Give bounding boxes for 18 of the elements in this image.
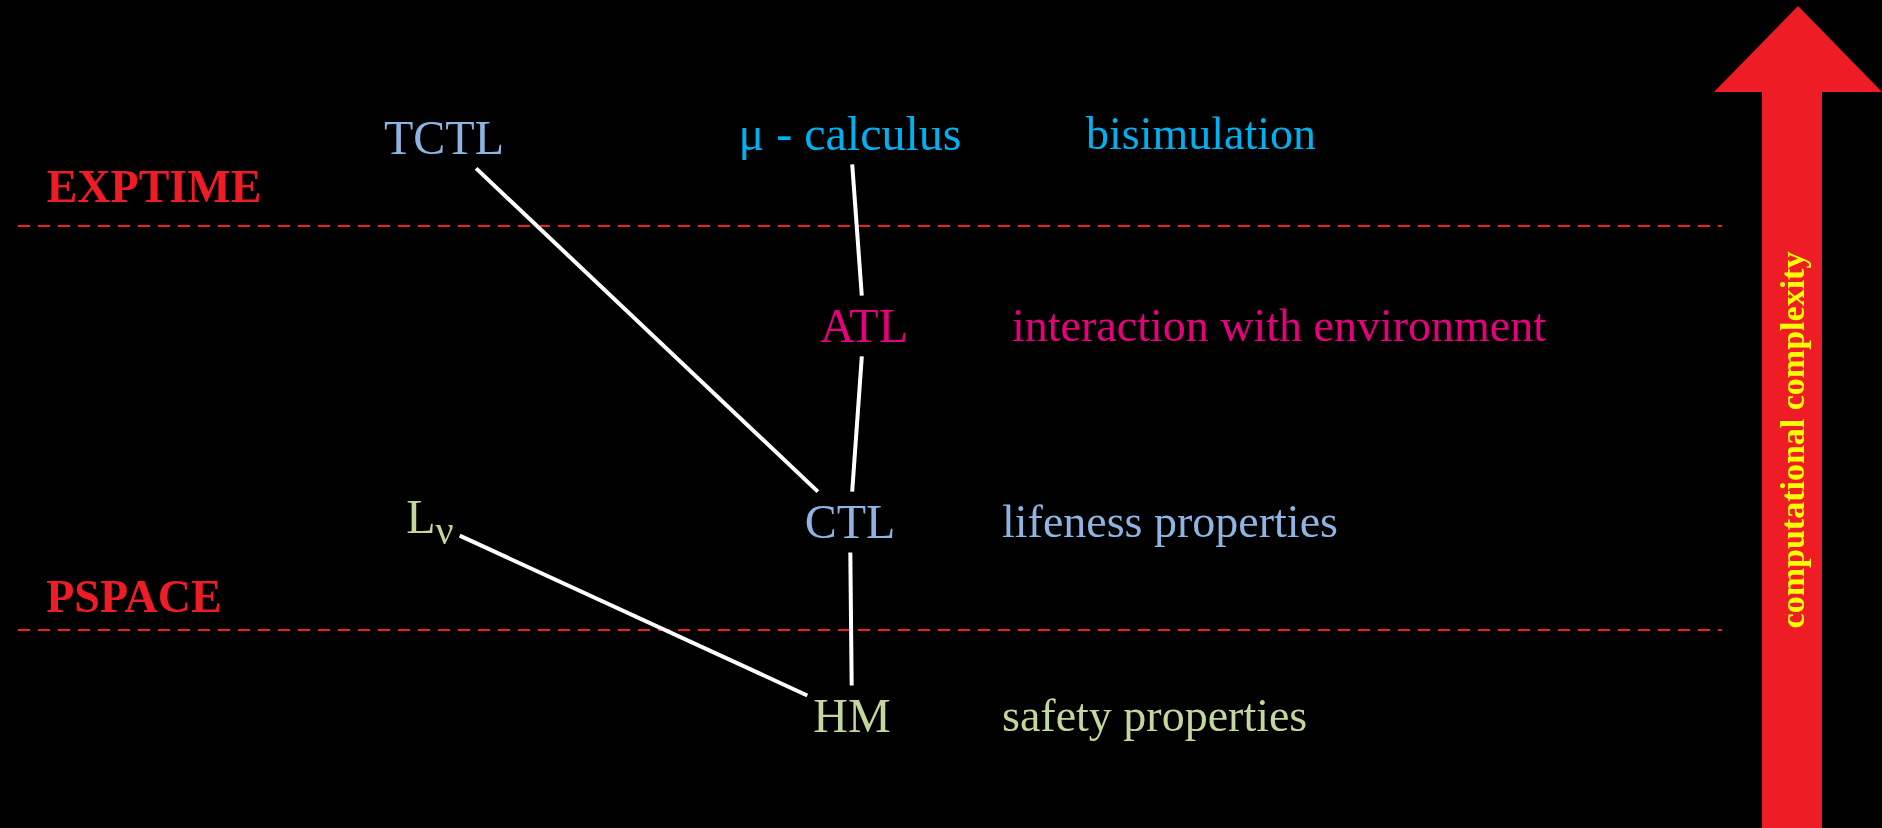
axis-label: computational complexity [1774,251,1812,629]
property-label: bisimulation [1086,108,1316,160]
logic-label: HM [807,685,897,747]
connector-line [850,164,864,296]
logic-label: ATL [814,295,914,357]
complexity-class-label: PSPACE [46,569,222,623]
logic-label: L$_{ν}$ [400,487,460,557]
complexity-class-label: EXPTIME [46,159,262,213]
connector-line [848,552,854,686]
connector-line [474,166,820,494]
connector-line [458,533,809,698]
logic-label: CTL [798,491,902,553]
logic-label: μ - calculus [732,103,968,165]
property-label: interaction with environment [1012,300,1546,352]
logic-label: TCTL [378,107,510,169]
property-label: lifeness properties [1002,496,1338,548]
connector-line [850,356,864,492]
property-label: safety properties [1002,690,1308,742]
